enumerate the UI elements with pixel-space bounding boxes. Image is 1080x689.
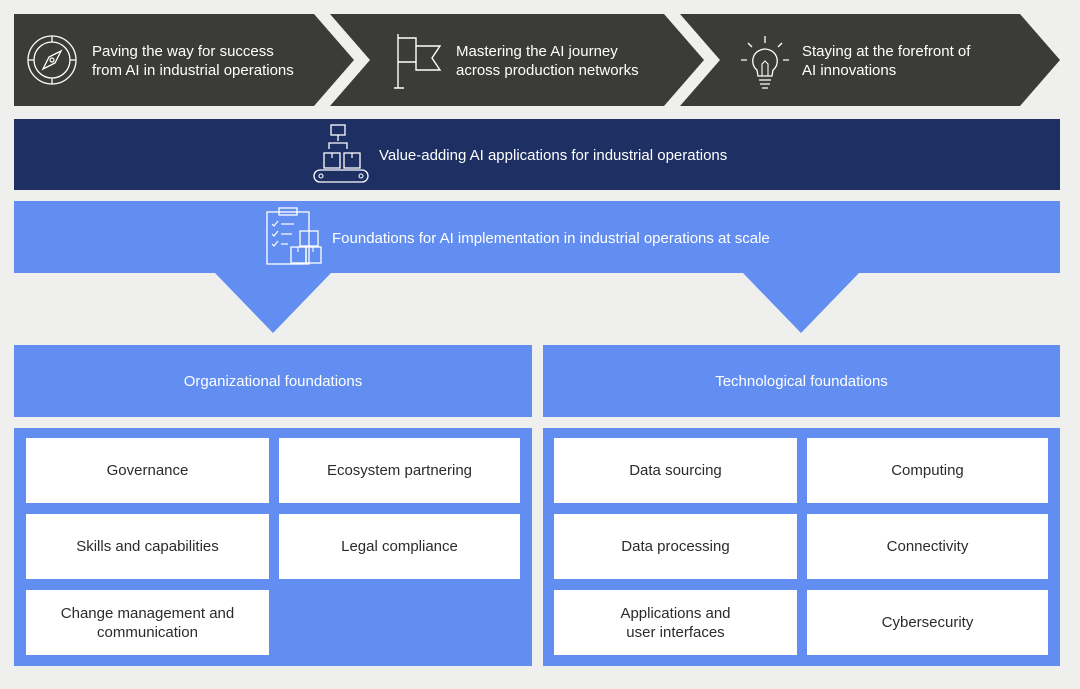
card-connectivity: Connectivity	[807, 514, 1048, 579]
robot-arm-conveyor-icon	[313, 124, 369, 183]
technological-panel: Data sourcing Computing Data processing …	[543, 428, 1060, 666]
organizational-panel: Governance Ecosystem partnering Skills a…	[14, 428, 532, 666]
checklist-boxes-icon	[266, 207, 322, 265]
technological-title: Technological foundations	[715, 372, 888, 390]
flag-icon	[394, 34, 442, 89]
technological-header: Technological foundations	[543, 345, 1060, 417]
card-applications-ui: Applications and user interfaces	[554, 590, 797, 655]
chevron-step-1: Paving the way for success from AI in in…	[14, 14, 354, 106]
foundations-band: Foundations for AI implementation in ind…	[14, 201, 1060, 273]
chevron-step-3: Staying at the forefront of AI innovatio…	[680, 14, 1060, 106]
foundations-label: Foundations for AI implementation in ind…	[332, 230, 770, 247]
card-skills-capabilities: Skills and capabilities	[26, 514, 269, 579]
step-2-label: Mastering the AI journey across producti…	[456, 43, 639, 79]
organizational-title: Organizational foundations	[183, 372, 363, 390]
organizational-header: Organizational foundations	[14, 345, 532, 417]
step-3-label: Staying at the forefront of AI innovatio…	[802, 43, 971, 79]
compass-icon	[27, 35, 77, 85]
card-legal-compliance: Legal compliance	[279, 514, 520, 579]
arrow-down-left	[215, 273, 331, 333]
card-computing: Computing	[807, 438, 1048, 503]
card-data-sourcing: Data sourcing	[554, 438, 797, 503]
card-governance: Governance	[26, 438, 269, 503]
step-1-label: Paving the way for success from AI in in…	[92, 43, 294, 79]
chevron-step-2: Mastering the AI journey across producti…	[330, 14, 704, 106]
card-cybersecurity: Cybersecurity	[807, 590, 1048, 655]
arrow-down-right	[743, 273, 859, 333]
lightbulb-icon	[741, 36, 789, 89]
card-data-processing: Data processing	[554, 514, 797, 579]
applications-band: Value-adding AI applications for industr…	[14, 119, 1060, 190]
card-ecosystem-partnering: Ecosystem partnering	[279, 438, 520, 503]
card-change-management: Change management and communication	[26, 590, 269, 655]
applications-label: Value-adding AI applications for industr…	[379, 147, 728, 164]
